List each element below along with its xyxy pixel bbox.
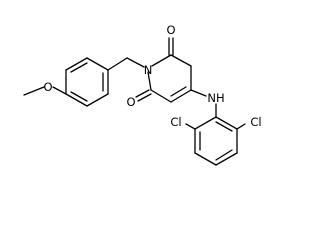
bond-dc1 [215,116,238,130]
bond-c4-c5 [170,89,192,103]
bond-dc6 [194,116,217,130]
bond-cl-right [236,123,246,130]
atom-label-carbonyl-oxygen-bottom: O [126,95,135,109]
atom-label-chlorine-left: Cl [170,115,181,129]
atom-label-ring-nitrogen: N [144,63,153,77]
bond-dc-inner2 [215,149,233,161]
bond-ar-inner1 [70,62,88,73]
bond-c6-n [147,71,152,91]
atom-label-carbonyl-oxygen-top: O [166,23,175,37]
bond-c4-nh [190,89,207,97]
chemical-structure-diagram: N O O NH O Cl Cl [23,23,262,166]
bond-co-bottom-b [137,93,152,102]
atom-label-methoxy-oxygen: O [43,80,52,94]
bonds [23,37,246,166]
bond-c4-c5-inner [170,86,187,97]
bond-ar6 [65,93,88,107]
atom-label-chlorine-right: Cl [250,115,261,129]
bond-ring-ch2 [107,57,128,71]
bond-n-c2 [151,54,172,67]
bond-co-bottom-a [135,89,150,98]
bond-ar-inner3 [70,91,88,102]
bond-dc3 [215,152,238,166]
bond-ar2 [65,57,88,71]
bond-ar5 [86,93,109,107]
bond-c2-c3 [170,54,192,67]
bond-cl-left [185,123,196,130]
bond-o-ring [52,86,67,95]
bond-c5-c6 [150,89,172,103]
atom-labels: N O O NH O Cl Cl [43,23,261,129]
bond-ar3 [86,57,109,71]
bond-methyl-o [23,86,45,96]
bond-dc4 [194,152,217,166]
bond-ch2-n [126,57,145,68]
bond-dc-inner1 [215,121,233,132]
atom-label-amine: NH [207,91,224,105]
